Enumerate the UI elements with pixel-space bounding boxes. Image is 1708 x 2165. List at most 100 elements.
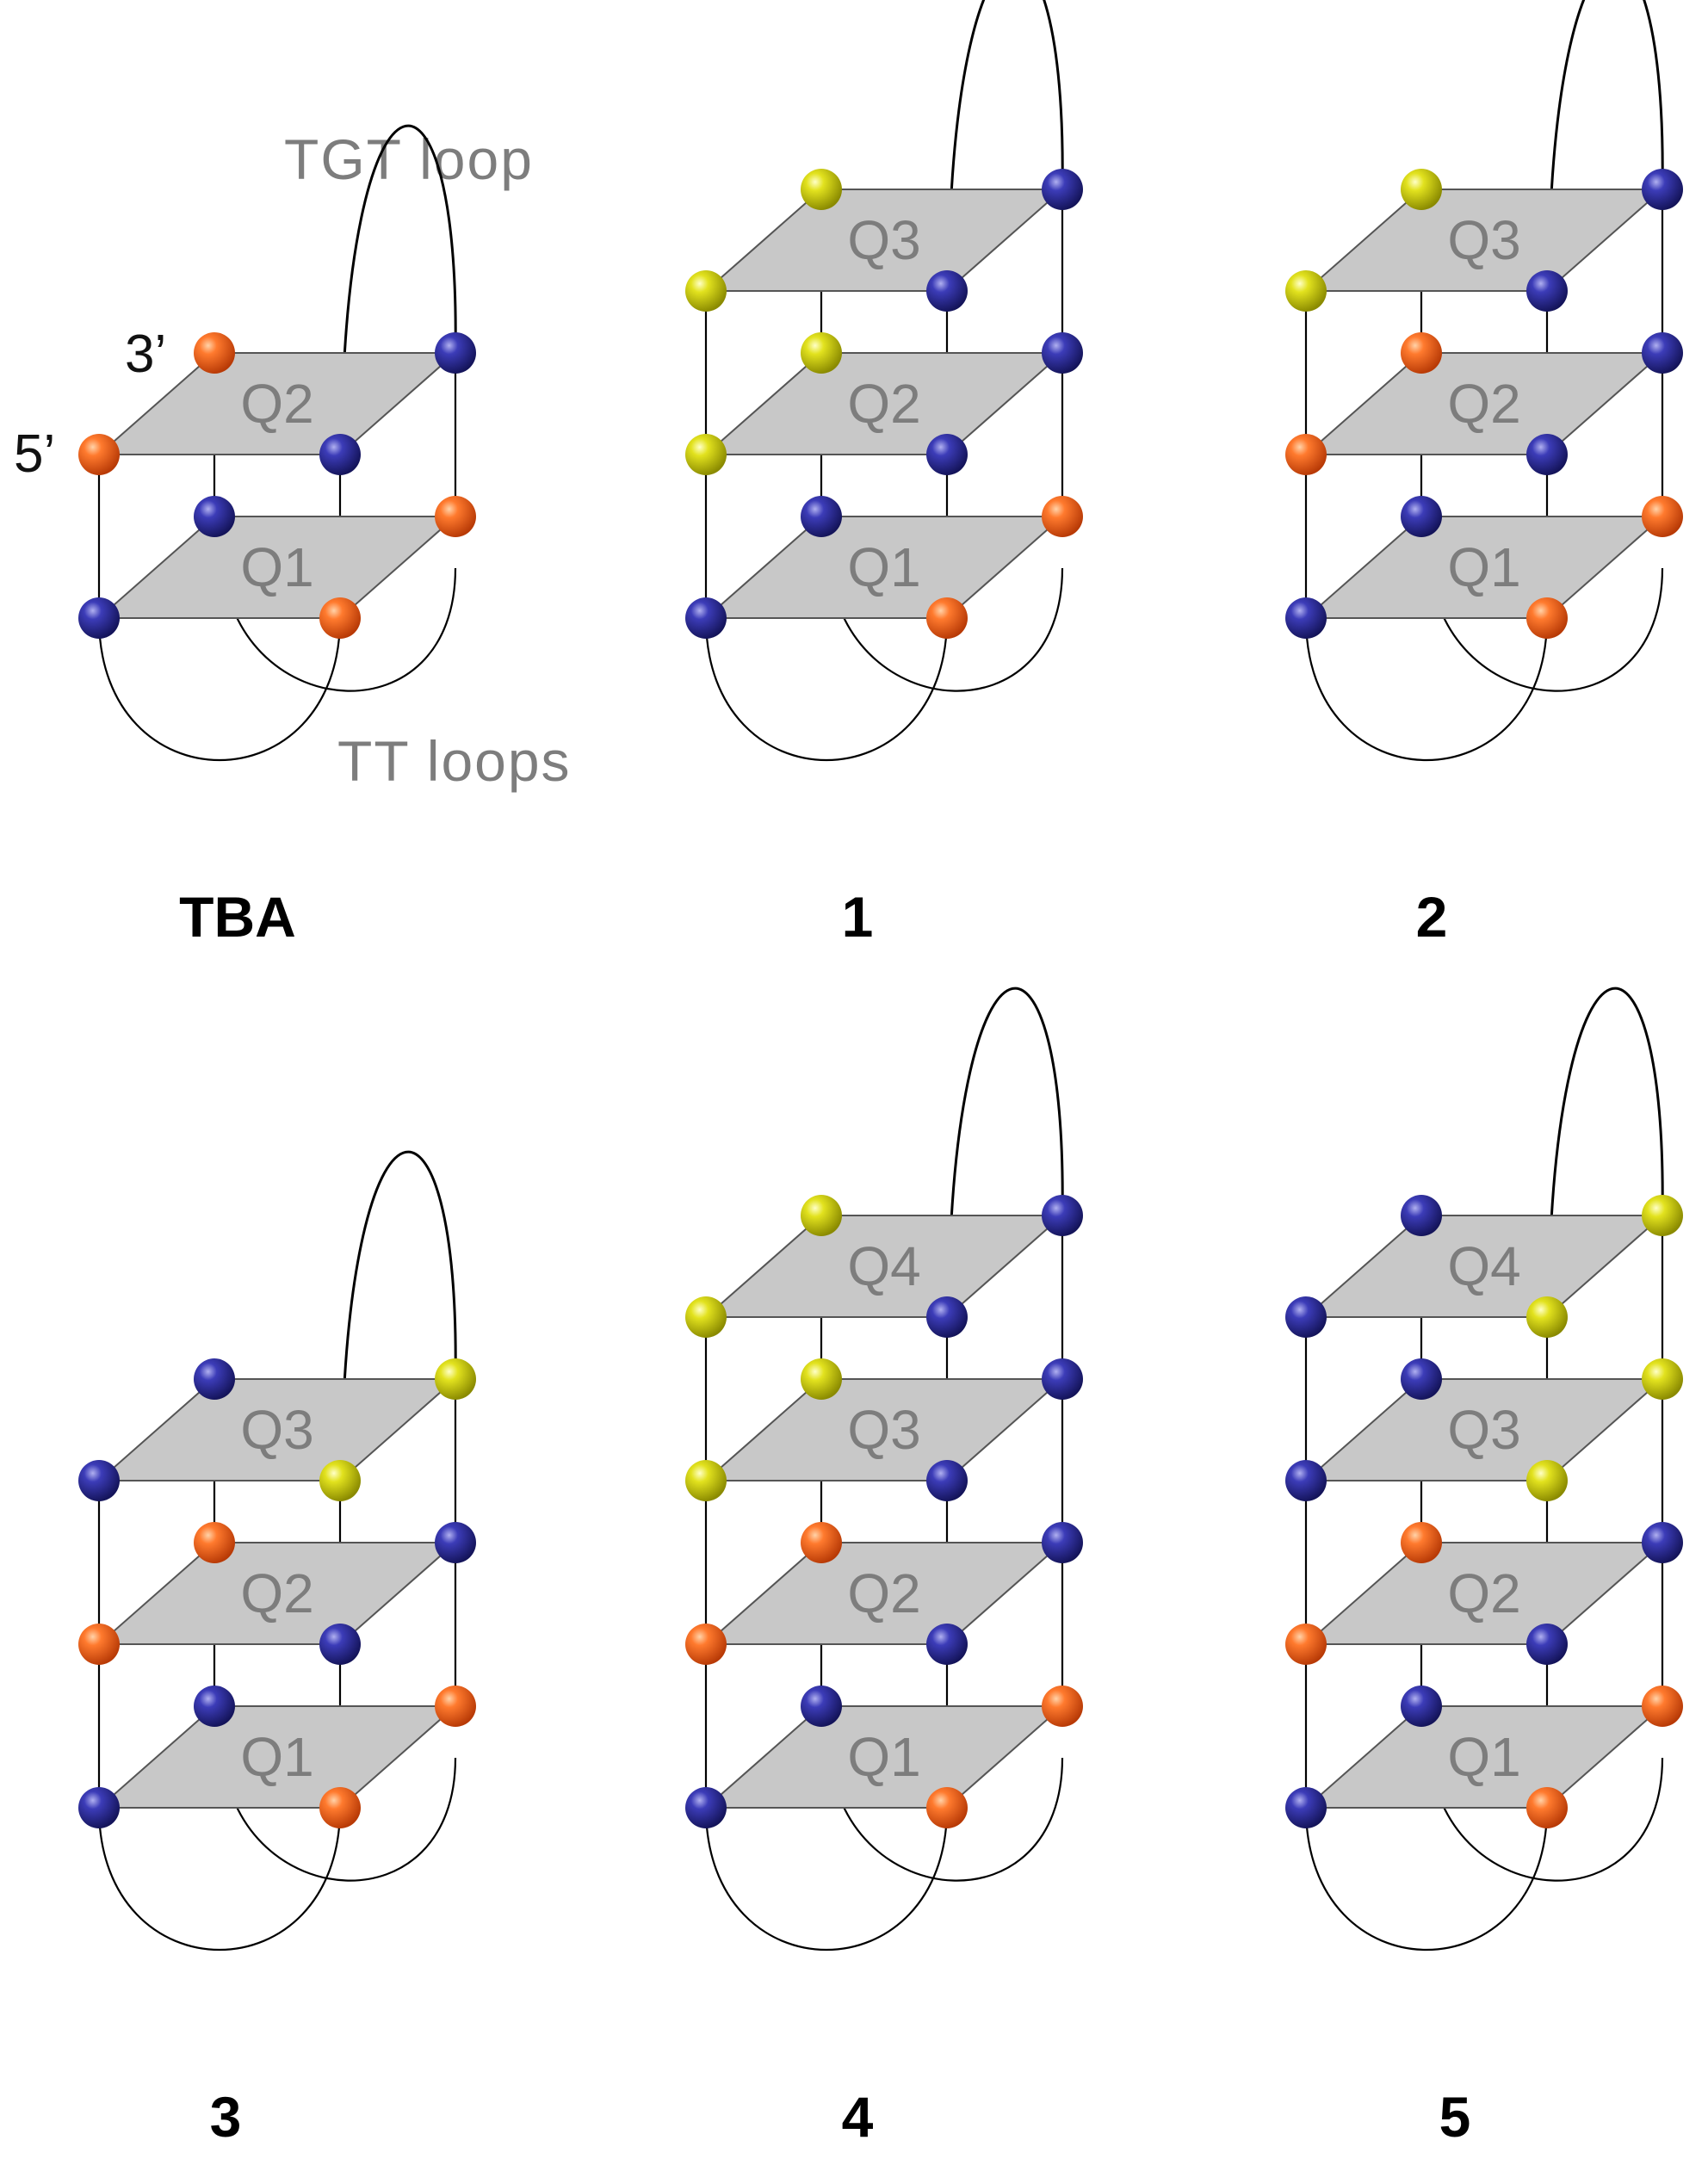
guanine-ball-blue: [1401, 1686, 1442, 1727]
guanine-ball-yellow: [685, 434, 727, 475]
guanine-ball-blue: [1285, 597, 1327, 639]
diagram-body: Q1 Q2 Q3: [1285, 0, 1683, 761]
guanine-ball-blue: [926, 434, 968, 475]
guanine-ball-orange: [78, 434, 120, 475]
guanine-ball-blue: [194, 496, 235, 537]
tetrad-label: Q3: [1447, 209, 1520, 271]
guanine-ball-yellow: [1642, 1358, 1683, 1400]
guanine-ball-blue: [1042, 332, 1083, 374]
tt-loop: [1428, 1757, 1664, 1882]
tetrad-label: Q2: [847, 373, 920, 435]
guanine-ball-orange: [1285, 434, 1327, 475]
guanine-ball-blue: [1042, 1195, 1083, 1236]
tt-loop: [1304, 617, 1549, 761]
guanine-ball-orange: [926, 597, 968, 639]
tt-loop: [97, 617, 342, 761]
guanine-ball-blue: [78, 1460, 120, 1501]
tetrad-label: Q2: [240, 373, 313, 435]
guanine-ball-orange: [685, 1624, 727, 1665]
guanine-ball-blue: [1401, 1358, 1442, 1400]
guanine-ball-blue: [319, 1624, 361, 1665]
guanine-ball-orange: [1042, 496, 1083, 537]
structure-caption: 4: [842, 2085, 874, 2149]
guanine-ball-orange: [1526, 597, 1568, 639]
guanine-ball-blue: [1285, 1296, 1327, 1338]
three-prime-label: 3’: [125, 325, 166, 384]
tetrad-label: Q3: [847, 1399, 920, 1461]
guanine-ball-yellow: [1285, 270, 1327, 312]
guanine-ball-blue: [435, 1522, 476, 1563]
tetrad-label: Q4: [1447, 1235, 1520, 1297]
guanine-ball-blue: [685, 1787, 727, 1828]
guanine-ball-orange: [435, 496, 476, 537]
guanine-ball-orange: [1042, 1686, 1083, 1727]
guanine-ball-blue: [1042, 1358, 1083, 1400]
tgt-loop: [947, 987, 1064, 1292]
guanine-ball-blue: [435, 332, 476, 374]
guanine-ball-blue: [78, 1787, 120, 1828]
tgt-loop: [340, 1150, 457, 1456]
tetrad-label: Q2: [240, 1562, 313, 1624]
tetrad-label: Q1: [240, 536, 313, 598]
guanine-ball-orange: [319, 1787, 361, 1828]
guanine-ball-blue: [1526, 270, 1568, 312]
structure-2: Q1 Q2 Q3 2: [1285, 0, 1683, 949]
guanine-ball-orange: [1401, 332, 1442, 374]
guanine-ball-blue: [801, 1686, 842, 1727]
structure-caption: 2: [1416, 885, 1448, 949]
guanine-ball-blue: [1526, 1624, 1568, 1665]
guanine-ball-orange: [801, 1522, 842, 1563]
tgt-loop: [340, 124, 457, 430]
tetrad-label: Q4: [847, 1235, 920, 1297]
guanine-ball-orange: [1642, 1686, 1683, 1727]
tetrad-label: Q1: [1447, 536, 1520, 598]
guanine-ball-blue: [1401, 496, 1442, 537]
tetrad-label: Q1: [1447, 1726, 1520, 1788]
guanine-ball-yellow: [801, 1358, 842, 1400]
guanine-ball-orange: [194, 1522, 235, 1563]
guanine-ball-orange: [194, 332, 235, 374]
tetrad-label: Q2: [1447, 373, 1520, 435]
guanine-ball-blue: [1042, 1522, 1083, 1563]
guanine-ball-blue: [194, 1358, 235, 1400]
guanine-ball-orange: [1285, 1624, 1327, 1665]
guanine-ball-yellow: [801, 332, 842, 374]
tt-loops-label: TT loops: [337, 729, 572, 793]
guanine-ball-orange: [1526, 1787, 1568, 1828]
guanine-ball-blue: [926, 1296, 968, 1338]
guanine-ball-yellow: [319, 1460, 361, 1501]
guanine-ball-yellow: [1526, 1460, 1568, 1501]
guanine-ball-blue: [1642, 332, 1683, 374]
guanine-ball-blue: [194, 1686, 235, 1727]
guanine-ball-yellow: [1401, 169, 1442, 210]
diagram-body: Q1 Q2: [78, 124, 476, 761]
tetrad-label: Q2: [847, 1562, 920, 1624]
tt-loop: [97, 1807, 342, 1951]
tetrad-label: Q3: [847, 209, 920, 271]
guanine-ball-yellow: [1642, 1195, 1683, 1236]
guanine-ball-blue: [926, 270, 968, 312]
structure-caption: 5: [1439, 2085, 1471, 2149]
tgt-loop: [1547, 987, 1664, 1292]
five-prime-label: 5’: [14, 424, 55, 484]
tt-loop: [828, 1757, 1064, 1882]
guanine-ball-blue: [1285, 1787, 1327, 1828]
tetrad-label: Q1: [240, 1726, 313, 1788]
tt-loop: [1428, 567, 1664, 692]
guanine-ball-blue: [926, 1624, 968, 1665]
guanine-ball-yellow: [435, 1358, 476, 1400]
guanine-ball-orange: [319, 597, 361, 639]
tt-loop: [828, 567, 1064, 692]
guanine-ball-yellow: [685, 1460, 727, 1501]
tt-loop: [704, 617, 949, 761]
guanine-ball-orange: [1642, 496, 1683, 537]
tetrad-label: Q2: [1447, 1562, 1520, 1624]
